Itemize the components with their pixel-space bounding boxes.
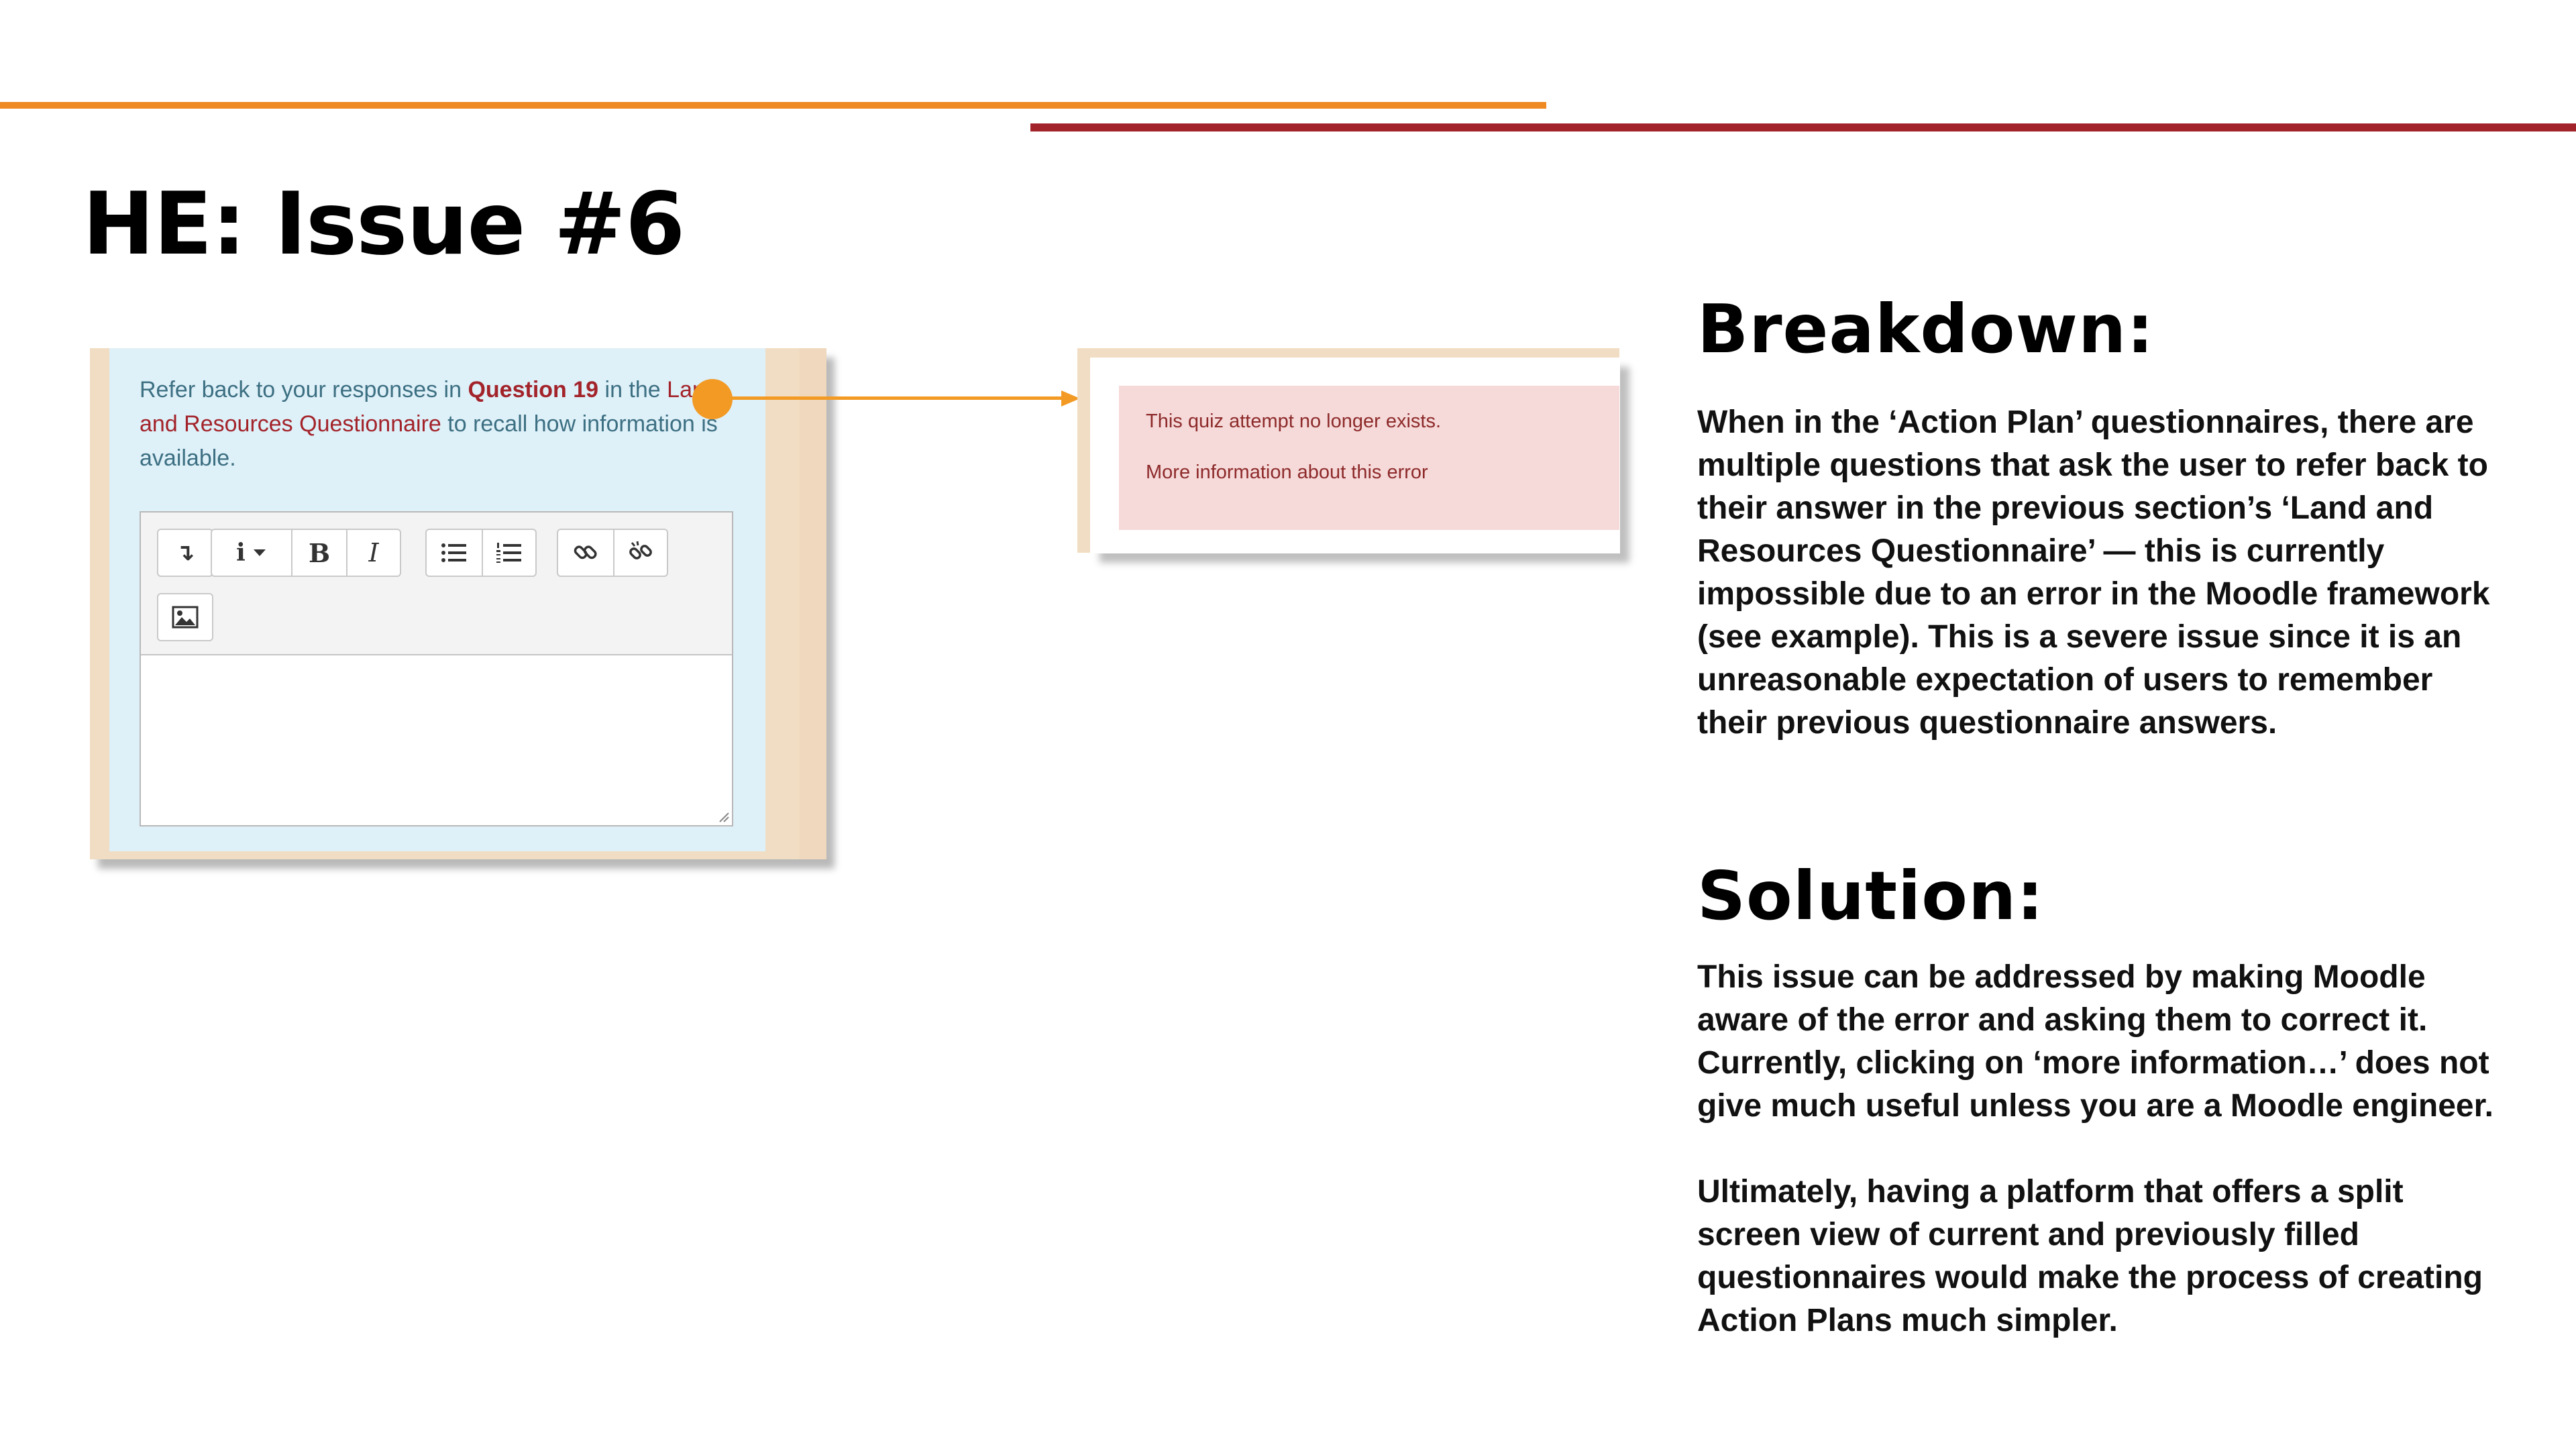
insert-image-icon[interactable] [158,594,212,640]
toolbar-group-collapse: ↴ [157,529,213,577]
solution-paragraph-2: Ultimately, having a platform that offer… [1697,1174,2483,1338]
image-svg [172,606,199,629]
unordered-list-icon[interactable] [427,530,482,576]
toolbar-group-media [157,593,213,641]
arrow-connector [718,396,1068,400]
bold-icon[interactable]: B [291,530,346,576]
questionnaire-link[interactable]: Land and Resources Questionnaire [140,377,718,437]
error-message: This quiz attempt no longer exists. [1146,411,1442,432]
screenshot-edge [800,348,826,859]
breakdown-heading: Breakdown: [1697,290,2155,368]
chevron-down-icon [253,549,266,556]
toolbar-group-format: i B I [211,529,401,577]
link-svg [574,545,597,559]
toolbar-group-links [557,529,668,577]
more-info-link[interactable]: More information about this error [1146,462,1428,483]
link-icon[interactable] [558,530,613,576]
breakdown-text: When in the ‘Action Plan’ questionnaires… [1697,405,2490,741]
solution-heading: Solution: [1697,857,2045,935]
paragraph-styles-button[interactable]: i [212,530,291,576]
instruction-text-before: Refer back to your responses in [140,377,468,402]
instruction-text-middle: in the [598,377,667,402]
unordered-list-svg [441,543,466,562]
instruction-text-after: to recall how information is available. [140,411,718,471]
toolbar-group-lists [425,529,537,577]
resize-handle-icon[interactable] [717,810,729,822]
collapse-toolbar-icon[interactable]: ↴ [175,539,195,566]
unlink-icon[interactable] [613,530,667,576]
arrow-origin-dot [692,379,733,419]
question-19-link[interactable]: Question 19 [468,377,599,402]
solution-paragraph-1: This issue can be addressed by making Mo… [1697,959,2493,1124]
question-instructions: Refer back to your responses in Question… [140,373,730,476]
arrow-head-icon [1061,390,1080,407]
red-divider [1030,123,2576,131]
ordered-list-svg [496,543,521,563]
unlink-svg [629,541,652,559]
ordered-list-icon[interactable] [482,530,535,576]
error-alert [1119,386,1619,530]
orange-divider [0,102,1546,109]
slide-title: HE: Issue #6 [83,174,685,274]
paragraph-styles-icon: i [236,539,246,567]
italic-icon[interactable]: I [346,530,400,576]
editor-toolbar: ↴ i B I [141,513,732,655]
